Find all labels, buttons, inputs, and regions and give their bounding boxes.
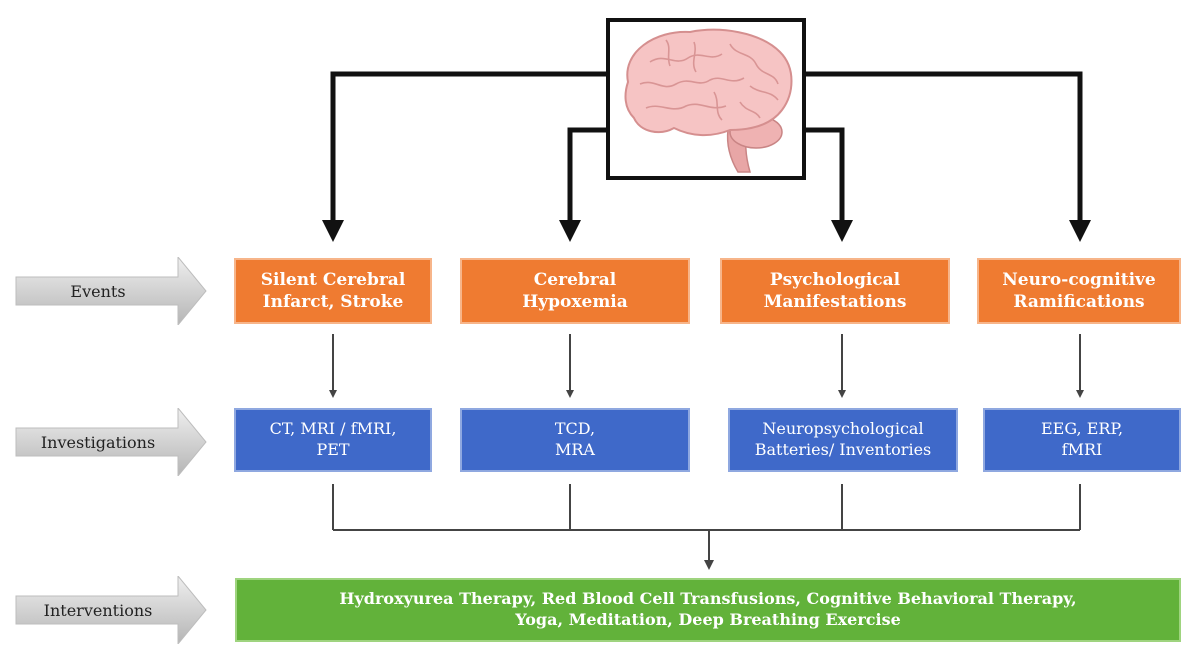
investigations-to-interventions-bracket (332, 484, 1081, 562)
brain-to-events-lines (330, 71, 1083, 222)
investigation-label-line2: fMRI (1061, 440, 1103, 459)
event-label-line1: Silent Cerebral (260, 269, 406, 290)
right-arrow-icon (15, 576, 207, 644)
investigation-box-eeg-erp: EEG, ERP,fMRI (983, 408, 1181, 472)
event-label-line2: Hypoxemia (522, 292, 628, 312)
investigation-label-line2: Batteries/ Inventories (754, 440, 932, 459)
event-label-line2: Infarct, Stroke (262, 292, 404, 312)
investigation-label-line2: MRA (555, 440, 595, 459)
investigation-label-line1: TCD, (554, 419, 596, 439)
row-marker-investigations: Investigations (14, 408, 208, 476)
event-label-line2: Ramifications (1013, 292, 1145, 312)
row-marker-interventions: Interventions (14, 576, 208, 644)
events-to-investigations-arrowheads (329, 390, 1084, 398)
interventions-label-line2: Yoga, Meditation, Deep Breathing Exercis… (515, 610, 901, 629)
brain-icon (624, 28, 793, 173)
interventions-box: Hydroxyurea Therapy, Red Blood Cell Tran… (235, 578, 1181, 642)
row-label-investigations: Investigations (40, 432, 156, 452)
brain-image-box (606, 18, 806, 180)
investigation-label-line1: EEG, ERP, (1040, 419, 1124, 439)
brain-to-events-arrowheads (322, 220, 1091, 242)
investigation-box-tcd-mra: TCD,MRA (460, 408, 690, 472)
investigation-label-line1: CT, MRI / fMRI, (269, 419, 397, 439)
right-arrow-icon (15, 257, 207, 325)
events-to-investigations-lines (332, 334, 1081, 392)
event-label-line2: Manifestations (763, 292, 907, 312)
bracket-arrowhead (704, 560, 714, 570)
event-label-line1: Cerebral (533, 269, 617, 290)
right-arrow-icon (15, 408, 207, 476)
investigation-box-imaging: CT, MRI / fMRI,PET (234, 408, 432, 472)
event-label-line1: Psychological (769, 269, 901, 290)
investigation-label-line1: Neuropsychological (762, 419, 924, 439)
event-label-line1: Neuro-cognitive (1002, 269, 1156, 290)
row-label-events: Events (70, 281, 126, 301)
investigation-label-line2: PET (316, 440, 350, 459)
row-label-interventions: Interventions (43, 600, 153, 620)
row-marker-events: Events (14, 257, 208, 325)
interventions-label-line1: Hydroxyurea Therapy, Red Blood Cell Tran… (339, 589, 1077, 609)
